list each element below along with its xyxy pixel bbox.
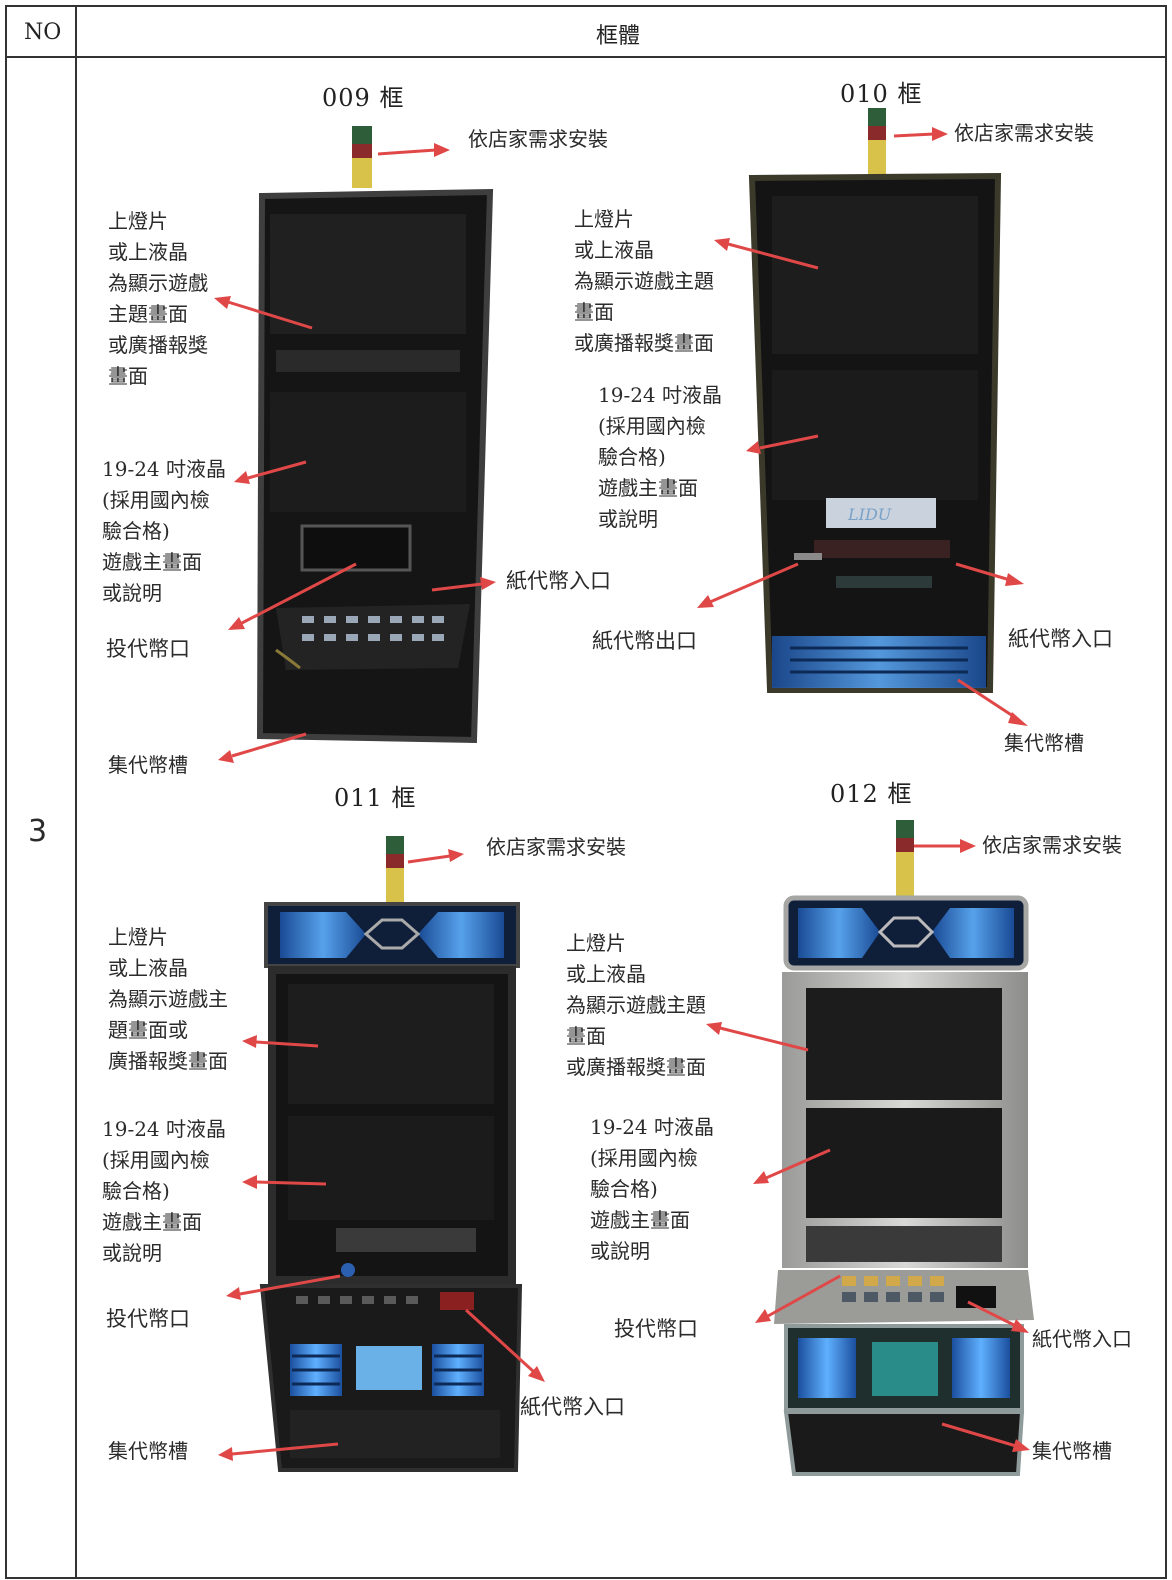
header-frame: 框體 — [596, 24, 641, 49]
frame-011-bill-in-label: 紙代幣入口 — [520, 1395, 625, 1419]
frame-012-title: 012 框 — [830, 780, 913, 808]
callout-arrows — [214, 127, 1030, 1461]
header-no: NO — [24, 20, 62, 45]
frame-009-coin-tray-label: 集代幣槽 — [108, 753, 188, 777]
frame-011-coin-tray-label: 集代幣槽 — [108, 1439, 188, 1463]
frame-010-bill-out-label: 紙代幣出口 — [592, 629, 697, 653]
frame-009-title: 009 框 — [322, 84, 405, 112]
frame-010-main-lcd-label: 19-24 吋液晶(採用國內檢驗合格)遊戲主畫面或說明 — [598, 383, 723, 531]
frame-009-coin-in-label: 投代幣口 — [106, 637, 190, 661]
cabinet-009-photo — [256, 126, 494, 744]
frame-009-top-panel-label: 上燈片或上液晶為顯示遊戲主題畫面或廣播報獎畫面 — [108, 209, 208, 388]
frame-012-bill-in-label: 紙代幣入口 — [1032, 1327, 1132, 1351]
frame-010-top-panel-label: 上燈片或上液晶為顯示遊戲主題畫面或廣播報獎畫面 — [574, 207, 714, 355]
frame-011-install-note: 依店家需求安裝 — [486, 835, 626, 859]
row-number: 3 — [28, 814, 48, 849]
cabinet-010-photo: LIDU — [748, 108, 1002, 693]
frame-009-bill-in-label: 紙代幣入口 — [506, 569, 611, 593]
frame-012-install-note: 依店家需求安裝 — [982, 833, 1122, 857]
frame-012-main-lcd-label: 19-24 吋液晶(採用國內檢驗合格)遊戲主畫面或說明 — [590, 1115, 715, 1263]
cabinet-012-photo — [774, 820, 1034, 1476]
frame-010-coin-tray-label: 集代幣槽 — [1004, 731, 1084, 755]
frame-010-bill-in-label: 紙代幣入口 — [1008, 627, 1113, 651]
frame-011-main-lcd-label: 19-24 吋液晶(採用國內檢驗合格)遊戲主畫面或說明 — [102, 1117, 227, 1265]
frame-009-install-note: 依店家需求安裝 — [468, 127, 608, 151]
frame-012-top-panel-label: 上燈片或上液晶為顯示遊戲主題畫面或廣播報獎畫面 — [566, 931, 706, 1079]
frame-011-coin-in-label: 投代幣口 — [106, 1307, 190, 1331]
frame-010-install-note: 依店家需求安裝 — [954, 121, 1094, 145]
svg-text:LIDU: LIDU — [847, 505, 892, 524]
frame-010-title: 010 框 — [840, 80, 923, 108]
frame-011-top-panel-label: 上燈片或上液晶為顯示遊戲主題畫面或廣播報獎畫面 — [108, 925, 228, 1073]
frame-012-coin-in-label: 投代幣口 — [614, 1317, 698, 1341]
cabinet-011-photo — [259, 836, 523, 1472]
frame-012-coin-tray-label: 集代幣槽 — [1032, 1439, 1112, 1463]
frame-009-main-lcd-label: 19-24 吋液晶(採用國內檢驗合格)遊戲主畫面或說明 — [102, 457, 227, 605]
frame-011-title: 011 框 — [334, 784, 417, 812]
